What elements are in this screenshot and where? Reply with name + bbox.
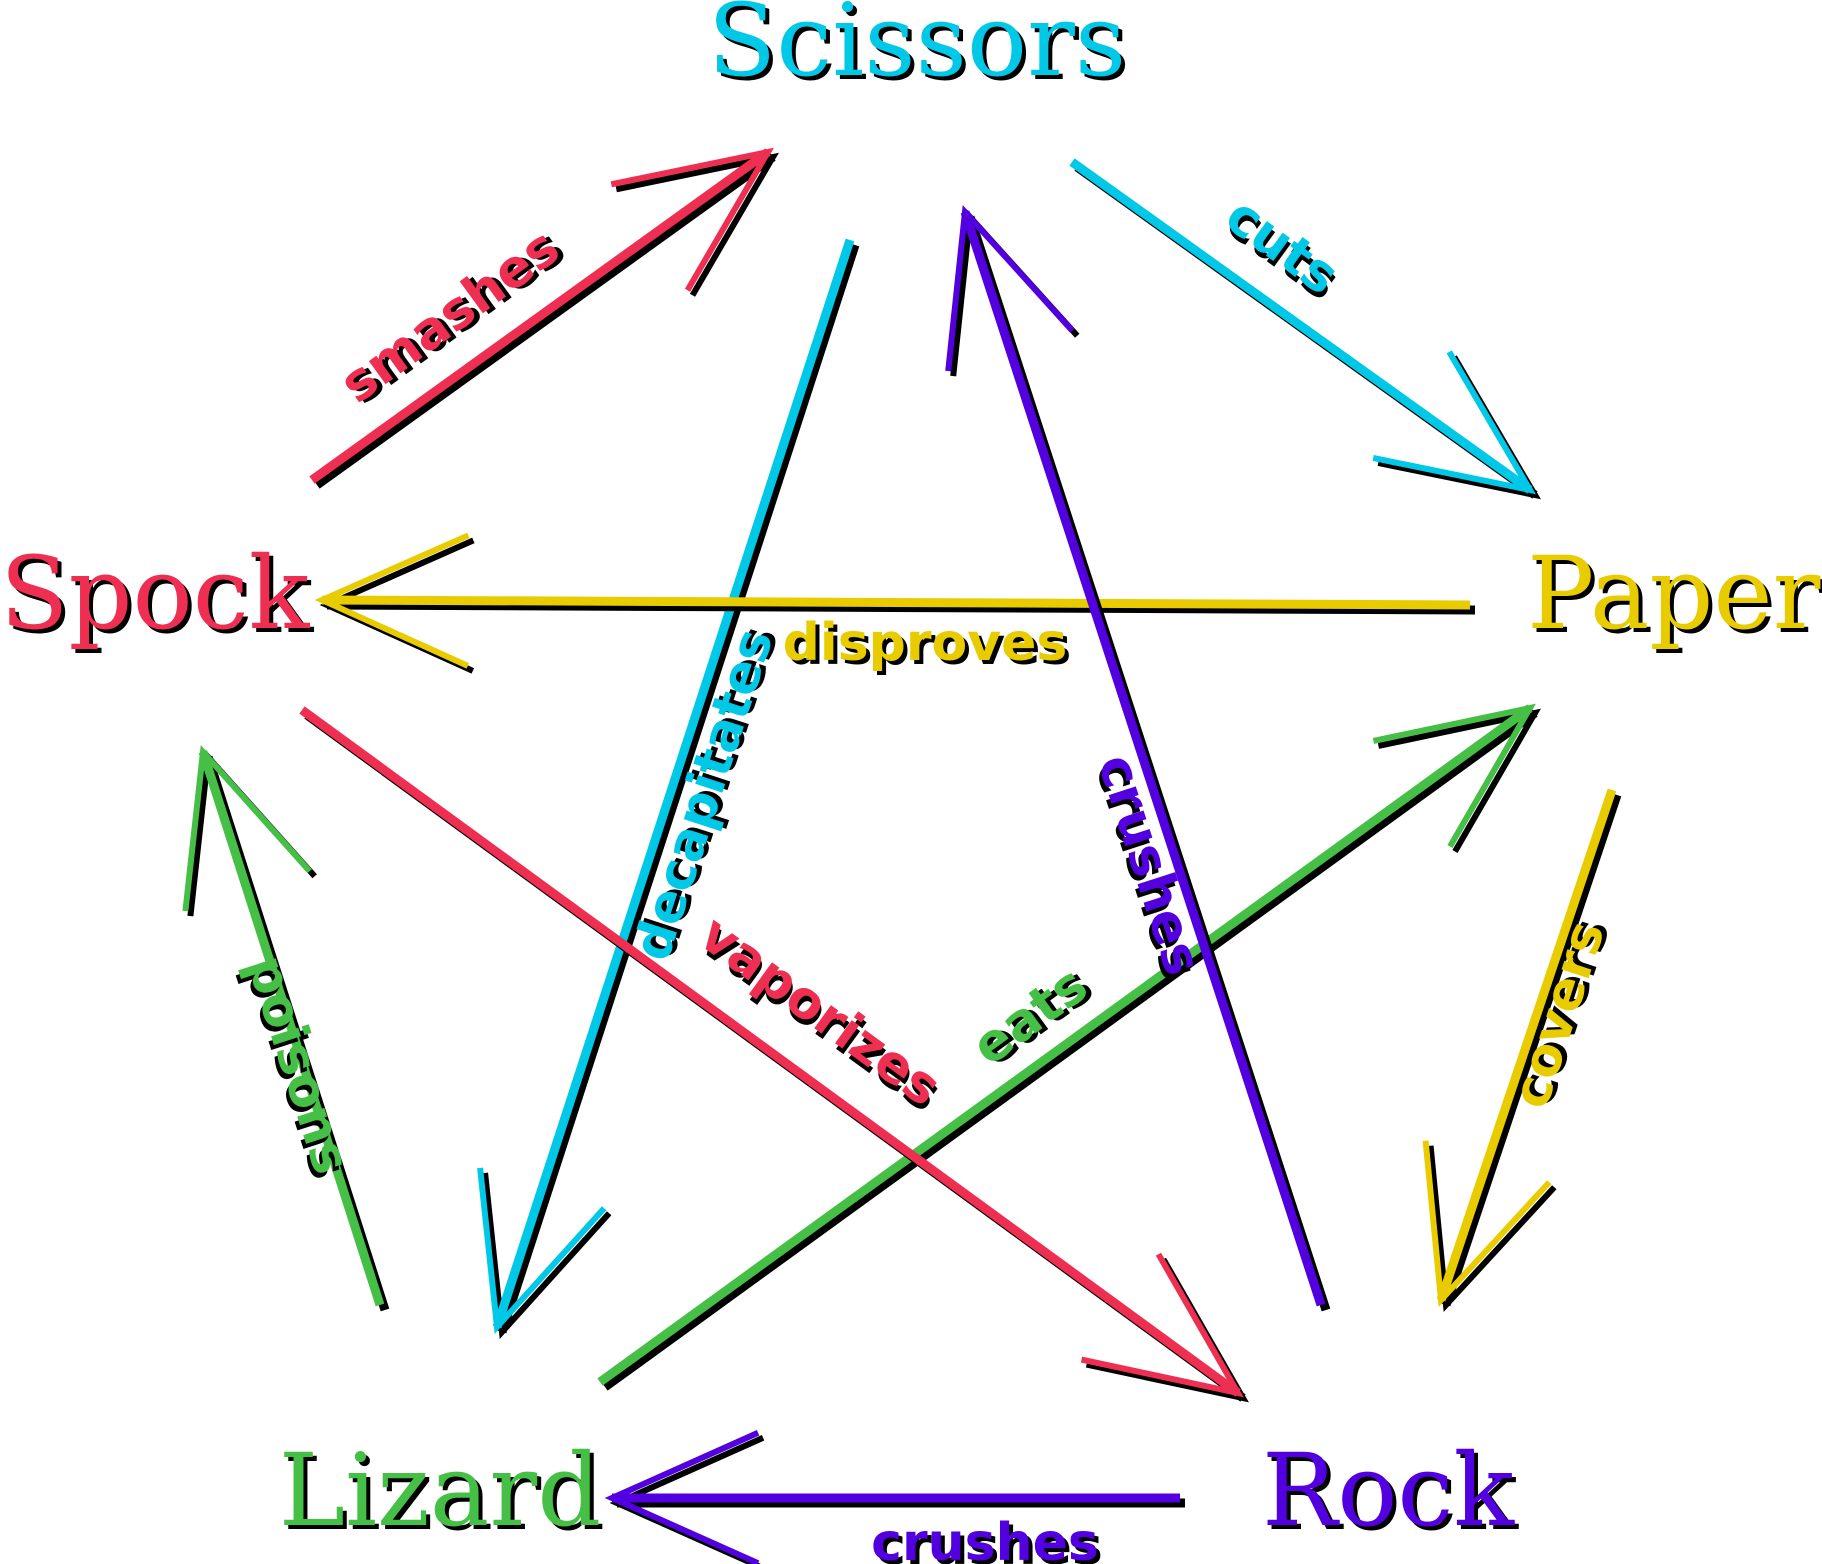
edge-line (960, 210, 1326, 1307)
edge-label-text: poisons (235, 948, 362, 1181)
edge-spock-scissors (309, 147, 779, 489)
node-label-shadow: Lizard (283, 1436, 606, 1553)
edge-shadow (314, 153, 776, 489)
edge-line (1069, 158, 1533, 494)
node-label-shadow: Scissors (712, 0, 1130, 103)
edge-label-text: disproves (783, 613, 1068, 673)
arrowhead (1422, 1140, 1552, 1307)
node-label: Lizard (279, 1432, 602, 1549)
edge-line (309, 148, 771, 484)
edge-label-text: covers (1501, 914, 1617, 1115)
edge-shadow (1441, 793, 1622, 1307)
edge-paper-spock (314, 532, 1476, 674)
edge-label-shadow: crushes (875, 1517, 1103, 1564)
edge-label-text: crushes (1085, 747, 1212, 982)
arrowhead (1372, 350, 1536, 495)
edge-paper-rock (1422, 788, 1622, 1312)
edge-label-text: crushes (871, 1513, 1099, 1564)
edge-spock-rock (299, 706, 1249, 1403)
edge-line (198, 750, 385, 1307)
node-label: Scissors (708, 0, 1126, 99)
arrowhead-shadow (482, 1172, 612, 1339)
edge-line (321, 595, 1471, 610)
edge-shadow (326, 600, 1476, 615)
edge-line (1436, 788, 1617, 1302)
edges-layer (182, 147, 1622, 1564)
arrowhead-shadow (1427, 1145, 1557, 1312)
arrowhead (610, 147, 774, 292)
node-label: Rock (1262, 1432, 1516, 1549)
arrowhead (945, 205, 1075, 372)
arrowhead (477, 1167, 607, 1334)
edge-line (299, 706, 1241, 1397)
node-label-shadow: Spock (4, 539, 315, 656)
edge-rock-lizard (604, 1430, 1185, 1564)
arrowhead (182, 744, 312, 912)
edge-label-shadow: disproves (787, 617, 1072, 677)
edge-label-text: decapitates (622, 622, 786, 968)
arrowhead (314, 532, 470, 669)
node-label-shadow: Rock (1266, 1436, 1520, 1553)
arrowhead (1080, 1252, 1244, 1398)
node-label: Spock (0, 535, 311, 652)
edge-line (597, 704, 1533, 1386)
node-label-shadow: Paper (1531, 539, 1822, 656)
arrowhead-shadow (1377, 708, 1541, 854)
edge-lizard-paper (597, 703, 1541, 1391)
edge-shadow (497, 243, 860, 1334)
node-label: Paper (1527, 535, 1821, 652)
arrowhead (604, 1430, 760, 1564)
edge-rock-scissors (945, 205, 1331, 1312)
arrowhead-shadow (615, 152, 779, 297)
arrowhead (1372, 703, 1536, 849)
edge-line (492, 238, 855, 1329)
edge-scissors-paper (1069, 158, 1541, 500)
edge-scissors-lizard (477, 238, 860, 1339)
edge-lizard-spock (182, 744, 390, 1312)
edge-shadow (602, 709, 1538, 1391)
